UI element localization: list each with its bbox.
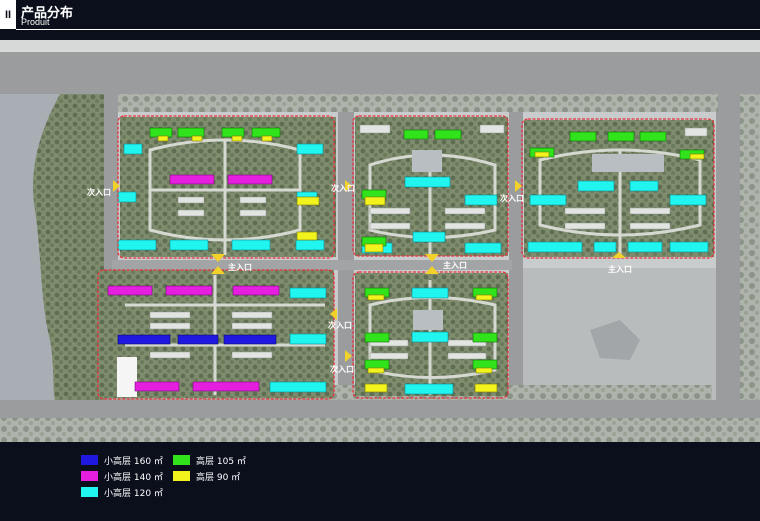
top-district	[0, 40, 760, 52]
label-main-entrance-3: 主入口	[608, 264, 632, 274]
towers-140-sqm	[107, 174, 280, 392]
river	[0, 94, 60, 400]
legend-label: 小高层 120 ㎡	[104, 488, 163, 499]
label-secondary-entrance-4: 次入口	[328, 320, 352, 330]
road-central	[338, 94, 354, 400]
central-plaza-s	[413, 310, 443, 330]
legend-swatch	[81, 471, 98, 481]
towers-90-sqm	[157, 135, 705, 393]
right-district	[740, 94, 760, 400]
legend-item: 高层 90 ㎡	[173, 470, 241, 483]
legend-label: 小高层 160 ㎡	[104, 456, 163, 467]
central-plaza-n	[412, 150, 442, 172]
right-road	[716, 94, 740, 400]
legend-label: 高层 90 ㎡	[196, 472, 241, 483]
section-mark: II	[0, 0, 16, 29]
legend-swatch	[173, 471, 190, 481]
top-road	[0, 52, 760, 94]
label-main-entrance-2: 主入口	[443, 260, 467, 270]
legend: 小高层 160 ㎡ 小高层 140 ㎡ 小高层 120 ㎡ 高层 105 ㎡ 高…	[0, 442, 760, 521]
legend-swatch	[81, 487, 98, 497]
legend-item: 小高层 120 ㎡	[81, 486, 163, 499]
legend-item: 高层 105 ㎡	[173, 454, 246, 467]
label-secondary-entrance-5: 次入口	[330, 364, 354, 374]
road-middle-horizontal	[112, 260, 512, 270]
label-secondary-entrance-3: 次入口	[500, 193, 524, 203]
entrance-arrows	[113, 180, 626, 362]
legend-item: 小高层 160 ㎡	[81, 454, 163, 467]
page-subtitle: Produit	[21, 17, 50, 27]
header-divider	[16, 29, 760, 30]
legend-label: 高层 105 ㎡	[196, 456, 246, 467]
label-secondary-entrance-2: 次入口	[331, 183, 355, 193]
label-secondary-entrance-1: 次入口	[87, 187, 111, 197]
legend-swatch	[173, 455, 190, 465]
header-bar: II 产品分布 Produit	[0, 0, 760, 30]
towers-120-sqm	[117, 143, 709, 395]
legend-label: 小高层 140 ㎡	[104, 472, 163, 483]
road-east	[509, 94, 523, 400]
legend-swatch	[81, 455, 98, 465]
undeveloped-parcel-texture	[590, 320, 640, 360]
label-main-entrance-1: 主入口	[228, 262, 252, 272]
treeline-top	[118, 94, 718, 112]
page-title: 产品分布	[21, 6, 74, 21]
low-rise-buildings	[149, 124, 708, 360]
towers-160-sqm	[117, 334, 277, 345]
clubhouse	[117, 357, 137, 397]
bottom-road	[0, 400, 760, 418]
riverside-park	[32, 94, 112, 400]
central-plaza-ne	[592, 154, 664, 172]
site-plan-map: 主入口 主入口 主入口 次入口 次入口 次入口 次入口 次入口	[0, 40, 760, 442]
bottom-district	[0, 418, 760, 442]
legend-item: 小高层 140 ㎡	[81, 470, 163, 483]
